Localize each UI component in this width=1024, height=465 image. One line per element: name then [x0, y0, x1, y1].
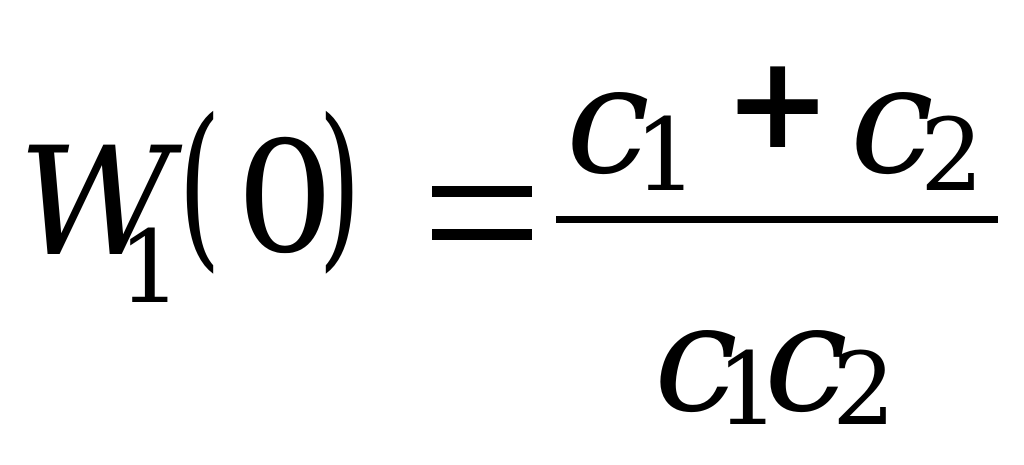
lhs-paren-close: ): [318, 81, 362, 288]
lhs-paren-open: (: [178, 81, 222, 288]
denominator-term1: c: [654, 272, 739, 446]
denominator-term2-subscript: 2: [832, 331, 896, 448]
equals-sign-top-bar: [432, 186, 532, 197]
numerator-term2-subscript: 2: [920, 97, 984, 214]
equals-sign-bottom-bar: [432, 229, 532, 240]
numerator-term1-subscript: 1: [634, 97, 698, 214]
lhs-subscript: 1: [118, 209, 182, 326]
numerator-term1: c: [566, 34, 651, 208]
denominator-term2: c: [764, 272, 849, 446]
numerator-term2: c: [850, 34, 935, 208]
lhs-argument: 0: [236, 109, 334, 288]
denominator-term1-subscript: 1: [716, 331, 780, 448]
numerator-plus-sign: +: [724, 29, 832, 178]
lhs-variable: W: [18, 116, 173, 290]
fraction-bar: [556, 216, 998, 223]
